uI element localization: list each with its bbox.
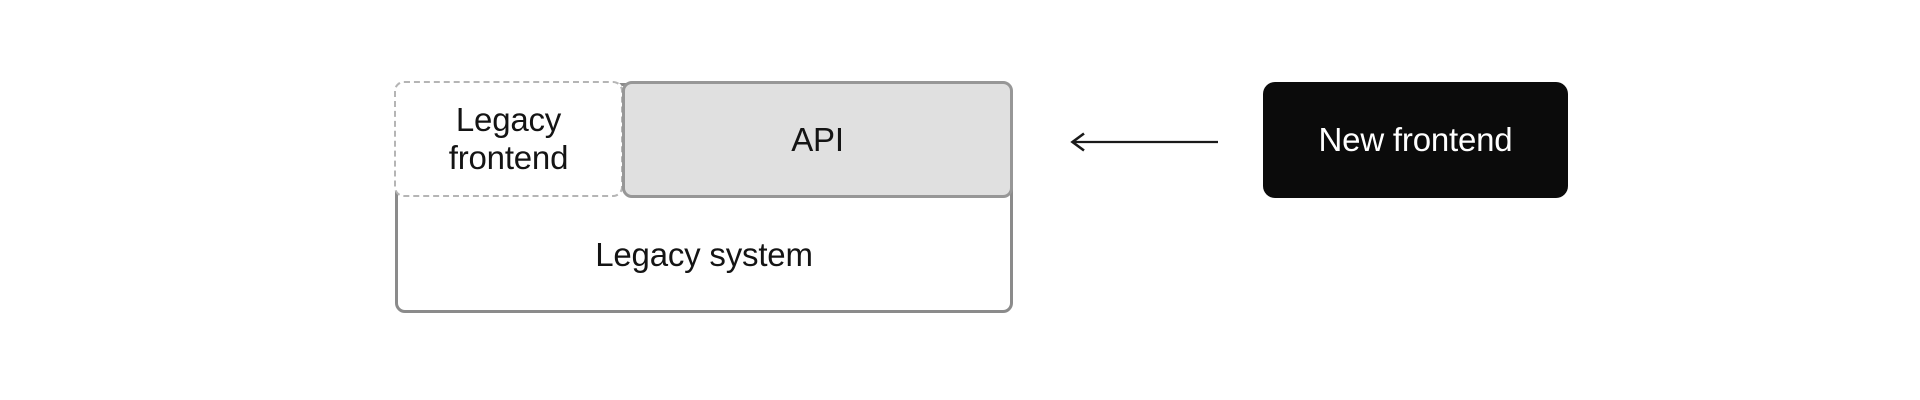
legacy-frontend-box: Legacy frontend	[394, 81, 623, 197]
new-frontend-label: New frontend	[1318, 121, 1513, 158]
legacy-system-label-wrap: Legacy system	[395, 236, 1013, 274]
api-label: API	[791, 120, 844, 158]
new-frontend-box: New frontend	[1263, 82, 1568, 198]
legacy-system-label: Legacy system	[595, 236, 813, 273]
legacy-frontend-label: Legacy frontend	[448, 101, 569, 176]
api-box: API	[622, 81, 1013, 198]
arrow-left-icon	[1070, 132, 1218, 152]
